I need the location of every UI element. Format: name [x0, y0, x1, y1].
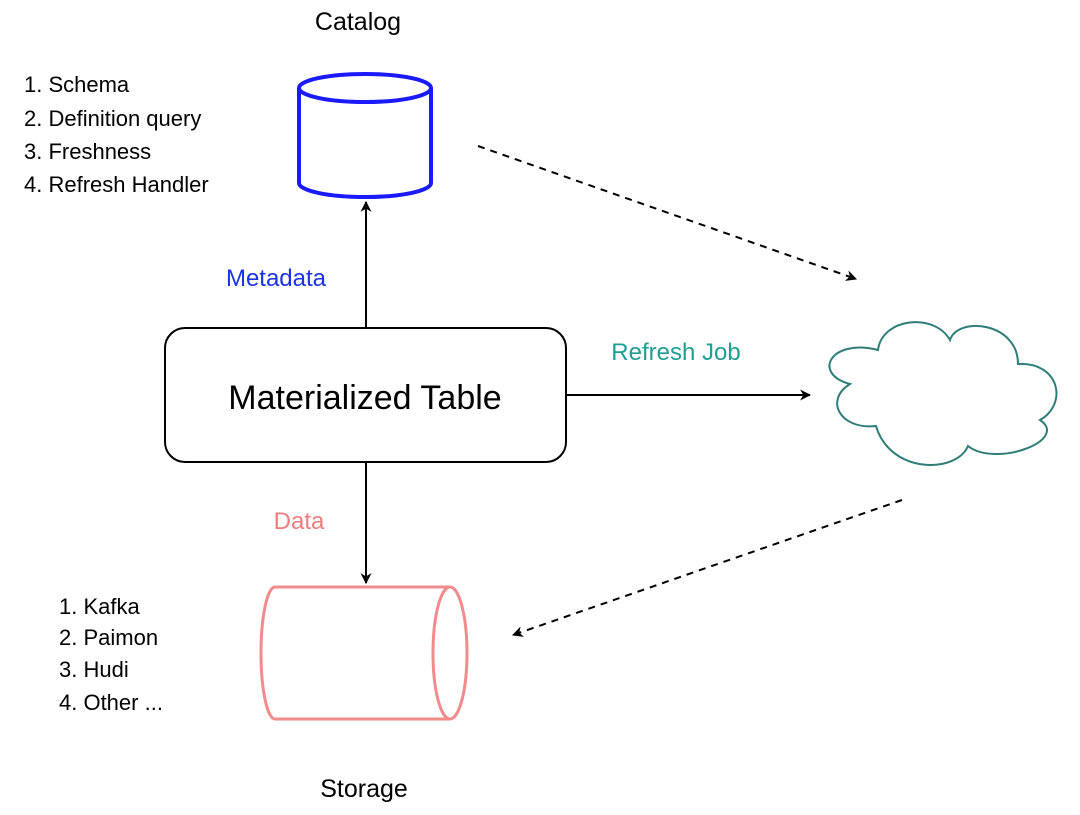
catalog-item-freshness: 3. Freshness: [24, 139, 151, 164]
cloud-icon: [828, 321, 1058, 466]
materialized-table-label: Materialized Table: [228, 379, 501, 417]
storage-item-hudi: 3. Hudi: [59, 657, 129, 682]
storage-item-paimon: 2. Paimon: [59, 625, 158, 650]
catalog-to-cloud-dashed-arrow: [477, 145, 858, 281]
catalog-database-icon: [297, 72, 433, 199]
storage-item-other: 4. Other ...: [59, 690, 163, 715]
storage-title: Storage: [320, 775, 408, 803]
catalog-item-refresh-handler: 4. Refresh Handler: [24, 172, 209, 197]
catalog-item-schema: 1. Schema: [24, 72, 130, 97]
data-label: Data: [274, 508, 325, 535]
catalog-title: Catalog: [315, 8, 401, 36]
cloud-to-storage-dashed-arrow: [511, 499, 903, 637]
catalog-item-definition-query: 2. Definition query: [24, 106, 201, 131]
metadata-label: Metadata: [226, 265, 327, 292]
storage-cylinder-icon: [259, 585, 469, 721]
storage-item-kafka: 1. Kafka: [59, 594, 140, 619]
refresh-job-label: Refresh Job: [611, 339, 740, 366]
